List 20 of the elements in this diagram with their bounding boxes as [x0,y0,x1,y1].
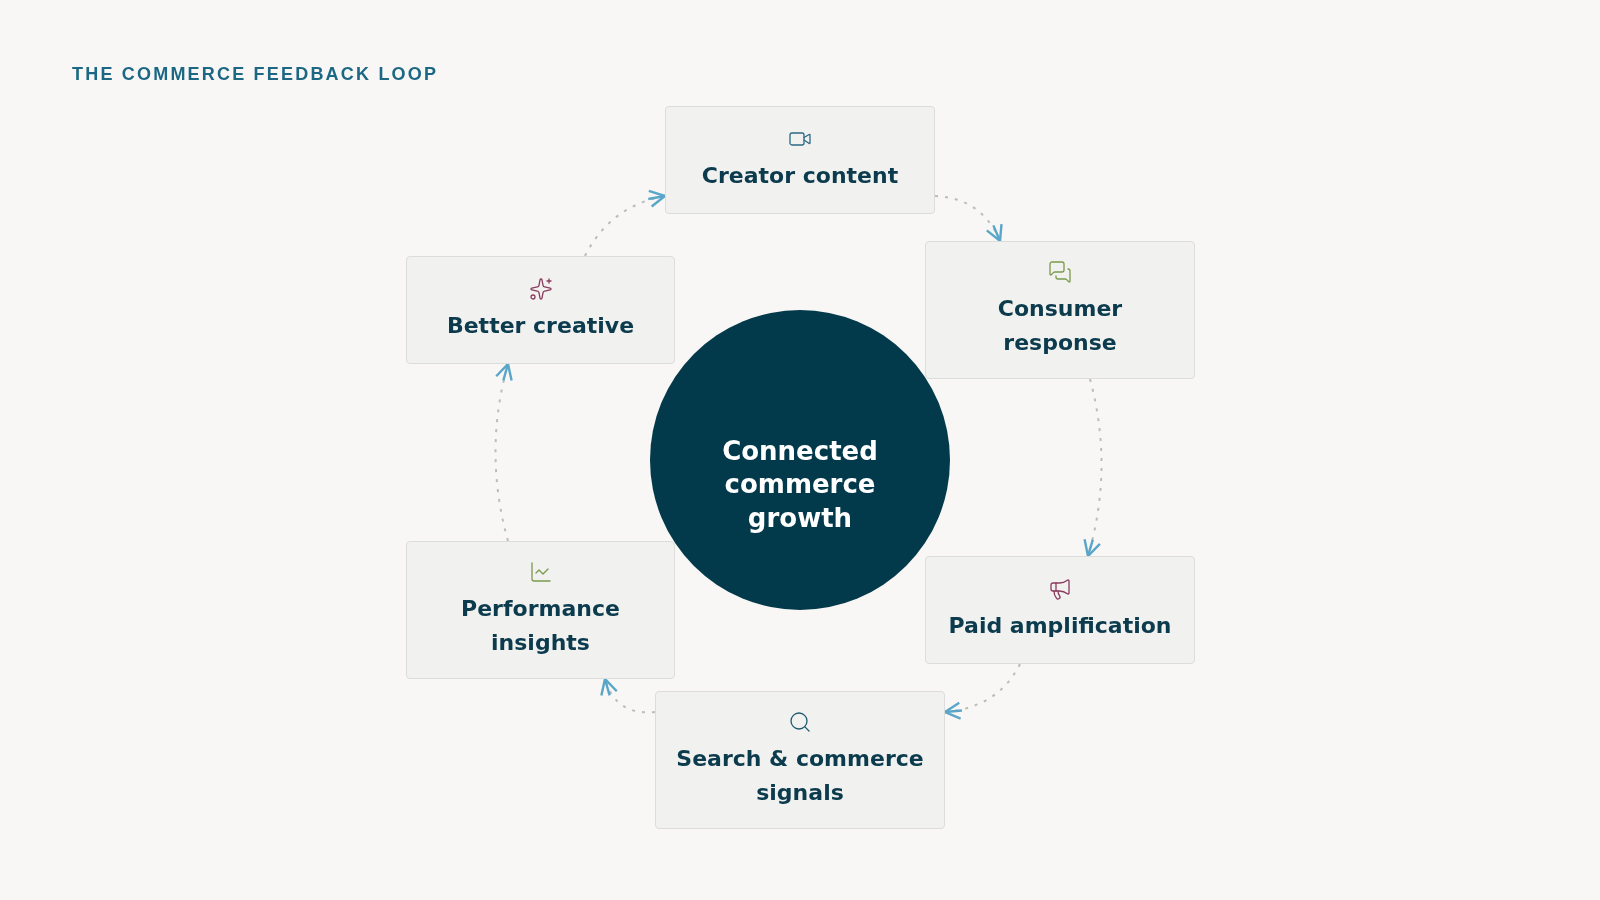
dashed-arrow [584,190,667,257]
step-label: Consumer response [996,294,1124,357]
step-label: Performance insights [460,594,621,657]
step-card [925,556,1195,664]
hub-label: Connected commerce growth [721,435,879,535]
step-card [925,241,1195,379]
step-label: Creator content [701,161,899,190]
diagram-title: THE COMMERCE FEEDBACK LOOP [72,64,439,85]
step-card [406,541,675,679]
dashed-arrow [600,677,656,714]
dashed-arrow [943,663,1021,720]
step-card [406,256,675,364]
step-card [665,106,935,214]
step-label: Better creative [446,311,635,340]
step-label: Search & commerce signals [675,744,925,807]
dashed-arrow [494,362,514,542]
dashed-arrow [934,195,1003,243]
dashed-arrow [1083,378,1103,558]
step-label: Paid amplification [948,611,1172,640]
step-card [655,691,945,829]
